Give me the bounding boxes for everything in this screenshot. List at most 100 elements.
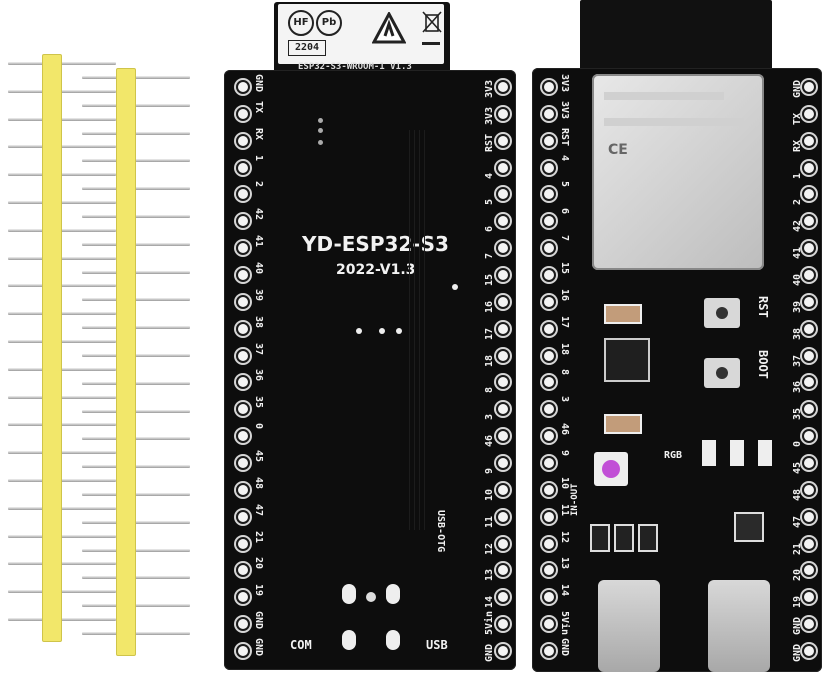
pin-pad	[542, 590, 556, 605]
usb-c-port-com[interactable]	[598, 580, 660, 672]
via-dot	[396, 328, 402, 334]
via-dot	[318, 140, 323, 145]
pin-pad	[802, 160, 816, 175]
pin-pad	[542, 160, 556, 175]
module-text-bar	[604, 92, 724, 100]
pin-pad	[496, 80, 510, 94]
pin-label: 17	[484, 327, 495, 340]
pin-pad	[496, 133, 510, 148]
pin-pad	[802, 482, 816, 497]
header-pin	[8, 89, 116, 93]
usb-c-port-usb[interactable]	[708, 580, 770, 672]
pin-label: 5Vin	[559, 611, 570, 636]
pin-pad	[236, 456, 250, 470]
pin-pad	[236, 536, 250, 551]
pin-label: 5	[484, 199, 495, 206]
pin-label: 2	[792, 199, 803, 206]
pin-pad	[236, 644, 250, 658]
pin-label: 38	[792, 327, 803, 340]
voltage-regulator	[604, 338, 650, 382]
pb-free-icon: Pb	[316, 10, 342, 36]
pin-pad	[542, 509, 556, 524]
pin-pad	[496, 509, 510, 524]
header-pin	[82, 215, 190, 218]
header-pin	[8, 506, 116, 510]
pin-pad	[542, 536, 556, 551]
header-pin	[82, 548, 190, 552]
pin-pad	[496, 536, 510, 551]
header-pin	[82, 298, 190, 302]
pin-label: GND	[484, 643, 495, 662]
pin-label: RST	[559, 127, 570, 146]
pin-pad	[802, 509, 816, 524]
pin-pad	[496, 482, 510, 497]
in-out-label: IN-OUT	[570, 483, 580, 516]
pin-pad	[236, 294, 250, 309]
pin-pad	[236, 241, 250, 256]
pin-label: 48	[253, 476, 264, 489]
header-pin	[82, 604, 190, 608]
pin-label: 1	[253, 154, 264, 161]
pin-label: 41	[792, 247, 803, 260]
header-pin	[82, 632, 190, 635]
pin-label: 40	[792, 273, 803, 286]
pin-label: 45	[792, 461, 803, 474]
pin-pad	[802, 268, 816, 282]
pin-label: 10	[484, 488, 495, 501]
pin-label: 13	[559, 557, 570, 570]
via-dot	[318, 118, 323, 123]
pin-label: 36	[253, 369, 264, 382]
esp32-s3-module-shield	[592, 74, 764, 270]
module-antenna	[580, 0, 772, 80]
header-pin	[82, 409, 190, 413]
pin-pad	[496, 617, 510, 632]
pin-pad	[542, 456, 556, 470]
header-pin	[8, 562, 116, 566]
pin-pad	[802, 348, 816, 363]
usb-serial-chip	[734, 512, 764, 542]
pin-label: 0	[792, 441, 803, 448]
header-pin	[82, 326, 190, 330]
pin-pad	[496, 241, 510, 256]
pin-pad	[236, 133, 250, 148]
pin-pad	[542, 268, 556, 282]
module-model-text: ESP32-S3-WROOM-1 V1.3	[298, 62, 412, 72]
header-pin	[8, 256, 116, 260]
header-pin	[82, 76, 190, 79]
pin-pad	[236, 563, 250, 578]
pin-label: 5	[559, 181, 570, 188]
via-dot	[356, 328, 362, 334]
pin-label: TX	[253, 100, 264, 113]
usb-pad	[386, 584, 400, 604]
pin-pad	[542, 321, 556, 336]
pin-label: 5Vin	[484, 611, 495, 636]
pin-pad	[802, 563, 816, 578]
pin-pad	[236, 482, 250, 497]
header-pin	[8, 145, 116, 149]
button-rst[interactable]	[704, 298, 740, 328]
pcb-back-side: YD-ESP32-S3 2022-V1.3 USB-OTG COM USB	[224, 70, 516, 670]
pin-pad	[802, 536, 816, 551]
pin-label: 10	[559, 476, 570, 489]
pin-pad	[542, 375, 556, 390]
pin-pad	[236, 348, 250, 363]
pin-label: GND	[792, 617, 803, 636]
pin-pad	[496, 214, 510, 229]
diode	[638, 524, 658, 552]
pin-label: 35	[253, 396, 264, 409]
led	[730, 440, 744, 466]
pin-pad	[496, 563, 510, 578]
pin-label: 3V3	[484, 79, 495, 98]
button-boot[interactable]	[704, 358, 740, 388]
pin-pad	[802, 590, 816, 605]
via-dot	[379, 328, 385, 334]
capacitor	[604, 304, 642, 324]
capacitor	[604, 414, 642, 434]
pin-label: 8	[484, 387, 495, 394]
pin-header-strip-1	[8, 54, 124, 644]
pin-label: 3V3	[559, 100, 570, 119]
pin-pad	[542, 348, 556, 363]
pin-pad	[802, 644, 816, 658]
pin-label: 2	[253, 181, 264, 188]
pin-label: 9	[559, 450, 570, 457]
